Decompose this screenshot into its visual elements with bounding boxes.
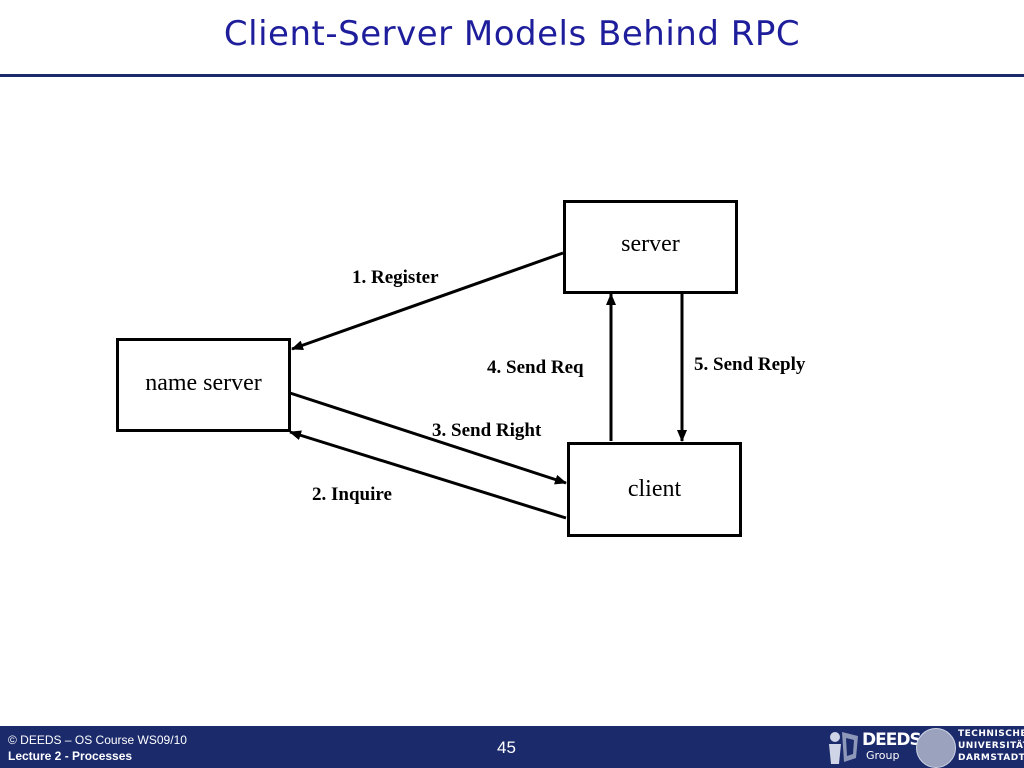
deeds-logo-subtitle: Group: [866, 749, 900, 762]
edge-label-send-right: 3. Send Right: [432, 420, 542, 441]
node-client: client: [567, 442, 742, 537]
footer-copyright: © DEEDS – OS Course WS09/10: [8, 733, 187, 747]
page-number: 45: [497, 738, 516, 757]
node-server: server: [563, 200, 738, 294]
tu-logo-line-1: TECHNISCHE: [958, 729, 1024, 739]
title-divider: [0, 74, 1024, 77]
tu-logo-line-3: DARMSTADT: [958, 753, 1024, 763]
deeds-figure-icon: [829, 732, 858, 764]
slide-title: Client-Server Models Behind RPC: [223, 14, 801, 54]
edge-register-arrow: [291, 251, 564, 351]
footer-lecture: Lecture 2 - Processes: [8, 749, 133, 763]
edge-send-right-arrow: [289, 391, 567, 485]
edge-label-inquire: 2. Inquire: [312, 484, 392, 505]
tu-logo-line-2: UNIVERSITÄT: [958, 741, 1024, 751]
tu-darmstadt-logo: TECHNISCHE UNIVERSITÄT DARMSTADT: [958, 728, 1024, 764]
edge-label-send-req: 4. Send Req: [487, 357, 584, 378]
edge-label-send-reply: 5. Send Reply: [694, 354, 806, 375]
edge-label-register: 1. Register: [352, 267, 439, 288]
node-name-server: name server: [116, 338, 291, 432]
deeds-logo-title: DEEDS: [862, 730, 922, 750]
university-seal-icon: [916, 728, 956, 768]
footer-bar: © DEEDS – OS Course WS09/10 Lecture 2 - …: [0, 726, 1024, 768]
edge-inquire-arrow: [289, 430, 567, 520]
rpc-diagram: [289, 251, 687, 520]
deeds-logo: DEEDS Group: [826, 728, 922, 766]
